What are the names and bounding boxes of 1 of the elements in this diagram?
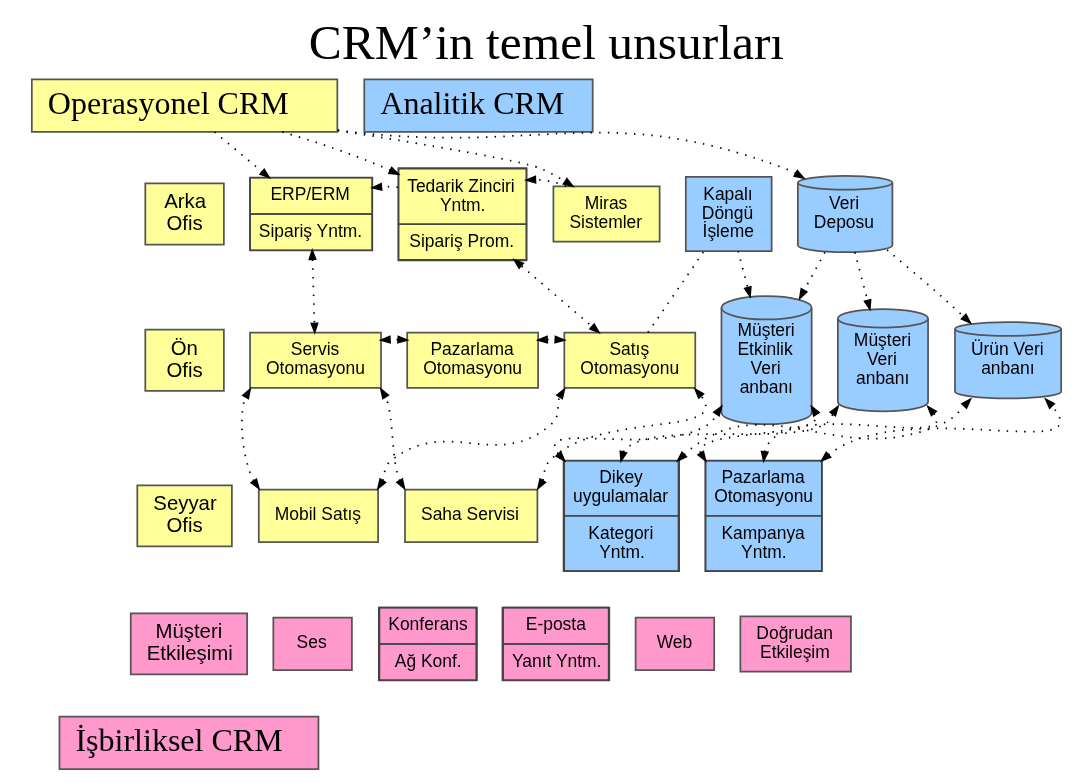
diagram-title: CRM’in temel unsurları [308, 15, 784, 71]
